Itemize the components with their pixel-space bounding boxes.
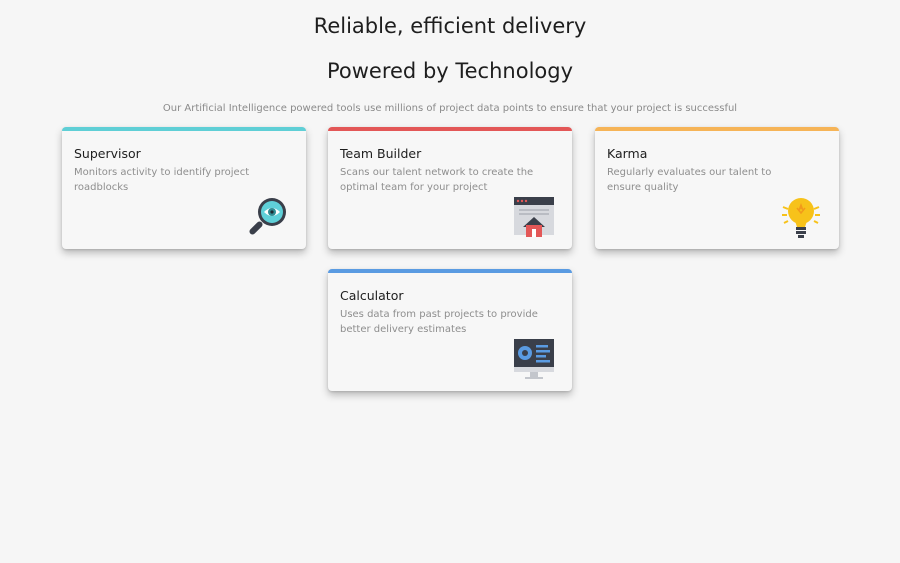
- card-calculator: Calculator Uses data from past projects …: [328, 269, 572, 391]
- card-description: Monitors activity to identify project ro…: [74, 167, 250, 193]
- card-karma: Karma Regularly evaluates our talent to …: [595, 127, 839, 249]
- card-description: Regularly evaluates our talent to ensure…: [607, 167, 772, 193]
- browser-house-icon: [514, 197, 554, 237]
- lightbulb-icon: [782, 198, 820, 238]
- page-title: Reliable, efficient delivery: [313, 14, 587, 38]
- page-description: Our Artificial Intelligence powered tool…: [162, 103, 738, 114]
- card-title: Supervisor: [74, 146, 141, 161]
- card-team-builder: Team Builder Scans our talent network to…: [328, 127, 572, 249]
- page-subheading: Powered by Technology: [326, 59, 574, 83]
- card-description: Uses data from past projects to provide …: [340, 309, 538, 335]
- card-supervisor: Supervisor Monitors activity to identify…: [62, 127, 306, 249]
- monitor-chart-icon: [514, 339, 554, 379]
- card-title: Karma: [607, 146, 648, 161]
- magnifier-eye-icon: [249, 198, 286, 235]
- card-title: Team Builder: [340, 146, 422, 161]
- card-description: Scans our talent network to create the o…: [340, 167, 534, 193]
- card-title: Calculator: [340, 288, 404, 303]
